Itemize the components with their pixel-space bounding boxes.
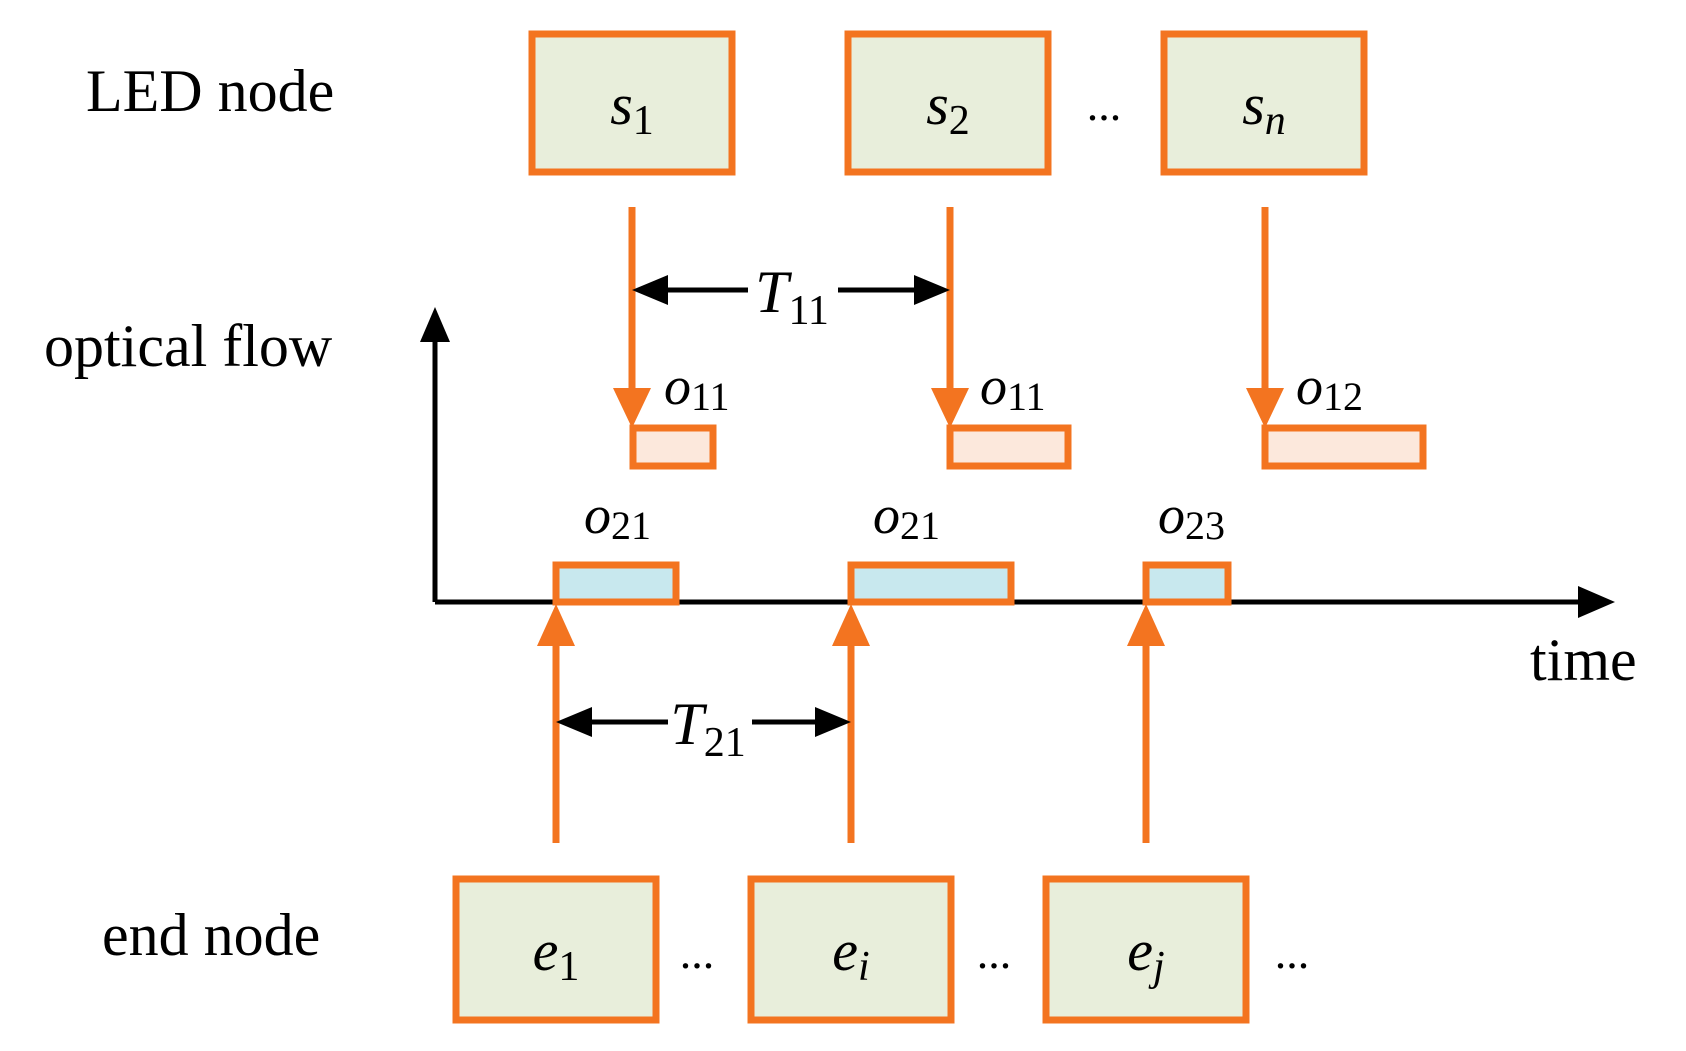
led-arrow-2-head-icon [931, 388, 969, 428]
svg-text:s2: s2 [926, 72, 970, 144]
t21-base: T [670, 691, 707, 757]
end-node-e1-sub: 1 [558, 944, 579, 990]
end-flow-label-2: o21 [873, 485, 940, 548]
end-node-ei-sub: i [858, 944, 870, 990]
svg-text:ej: ej [1127, 918, 1164, 990]
led-node-sn: sn [1160, 30, 1368, 176]
end-flow-label-1: o21 [584, 485, 651, 548]
svg-text:ei: ei [832, 918, 869, 990]
led-node-row-label: LED node [86, 58, 334, 124]
time-axis-label: time [1530, 627, 1637, 693]
end-node-e1: e1 [452, 875, 660, 1024]
end-node-ellipsis-1: ... [680, 927, 715, 978]
led-arrow-3-head-icon [1246, 388, 1284, 428]
led-flow-label-1: o11 [664, 356, 730, 419]
end-flow-2-base: o [873, 485, 900, 545]
led-node-s2-sub: 2 [949, 98, 970, 144]
end-node-ei-base: e [832, 918, 858, 983]
end-node-row-label: end node [102, 902, 320, 968]
led-flow-bar-2 [946, 424, 1072, 470]
end-node-ellipsis-2: ... [977, 927, 1012, 978]
t11-sub: 11 [788, 288, 828, 334]
end-node-ei: ei [747, 875, 955, 1024]
t11-right-arrowhead-icon [914, 275, 950, 305]
led-node-sn-base: s [1242, 72, 1265, 137]
t11-label: T11 [755, 259, 829, 334]
led-node-s1-base: s [610, 72, 633, 137]
optical-flow-row-label: optical flow [44, 313, 333, 379]
t21-sub: 21 [704, 720, 746, 766]
end-node-ej-sub: j [1148, 944, 1165, 990]
end-flow-label-3: o23 [1158, 485, 1225, 548]
end-flow-3-base: o [1158, 485, 1185, 545]
end-arrow-3-head-icon [1127, 604, 1165, 646]
t21-left-arrowhead-icon [556, 707, 592, 737]
end-arrow-2-head-icon [832, 604, 870, 646]
t21-right-arrowhead-icon [815, 707, 851, 737]
end-flow-1-sub: 21 [611, 503, 651, 548]
led-node-s2-base: s [926, 72, 949, 137]
end-arrow-1-head-icon [537, 604, 575, 646]
led-flow-label-2: o11 [980, 356, 1046, 419]
vertical-axis-arrowhead-icon [420, 307, 450, 342]
end-flow-bar-3 [1142, 561, 1232, 606]
end-flow-3-sub: 23 [1185, 503, 1225, 548]
led-arrow-1-head-icon [613, 388, 651, 428]
led-node-ellipsis: ... [1087, 79, 1122, 130]
end-flow-bar-1 [552, 561, 680, 606]
svg-text:e1: e1 [533, 918, 580, 990]
end-node-ej-base: e [1127, 918, 1153, 983]
led-flow-1-base: o [664, 356, 691, 416]
led-flow-2-sub: 11 [1007, 374, 1046, 419]
led-flow-3-sub: 12 [1323, 374, 1363, 419]
svg-text:s1: s1 [610, 72, 654, 144]
end-node-e1-base: e [533, 918, 559, 983]
t21-label: T21 [670, 691, 745, 766]
led-flow-2-base: o [980, 356, 1007, 416]
end-flow-bar-2 [847, 561, 1015, 606]
end-flow-2-sub: 21 [900, 503, 940, 548]
led-flow-bar-3 [1261, 424, 1427, 470]
led-flow-label-3: o12 [1296, 356, 1363, 419]
led-node-s1-sub: 1 [633, 98, 654, 144]
time-axis-arrowhead-icon [1578, 586, 1615, 618]
led-node-s2: s2 [844, 30, 1052, 176]
end-node-ellipsis-3: ... [1275, 927, 1310, 978]
led-flow-3-base: o [1296, 356, 1323, 416]
svg-text:sn: sn [1242, 72, 1286, 144]
t11-base: T [755, 259, 792, 325]
end-node-ej: ej [1042, 875, 1250, 1024]
end-flow-1-base: o [584, 485, 611, 545]
led-flow-bar-1 [629, 424, 717, 470]
led-node-sn-sub: n [1265, 98, 1286, 144]
t11-left-arrowhead-icon [632, 275, 668, 305]
led-flow-1-sub: 11 [691, 374, 730, 419]
led-node-s1: s1 [528, 30, 736, 176]
